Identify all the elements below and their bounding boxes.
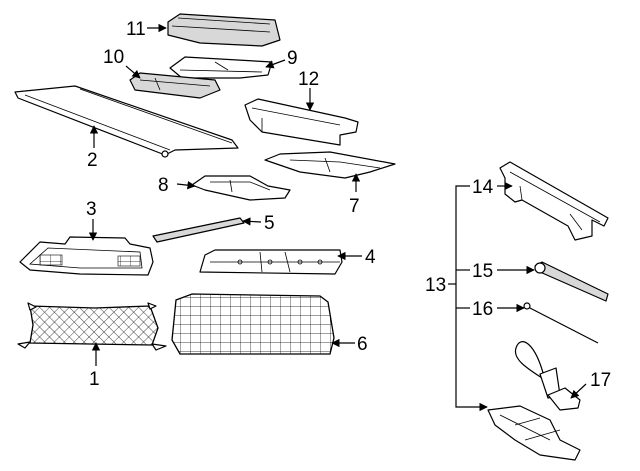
callout-17: 17: [590, 370, 611, 391]
callout-14: 14: [472, 177, 494, 198]
callout-11: 11: [126, 19, 146, 40]
part-12-load-floor-bracket: [244, 98, 359, 146]
callout-10: 10: [103, 47, 124, 68]
part-9-storage-lid: [169, 56, 273, 79]
callout-1: 1: [89, 369, 100, 390]
callout-labels: 11 9 10 12 2 8 7 3 5 4 6 1 14 15 13 16 1…: [86, 19, 611, 391]
callout-13: 13: [425, 275, 446, 296]
callout-16: 16: [472, 299, 493, 320]
part-17-scissor-jack: [487, 341, 581, 461]
callout-3: 3: [86, 199, 97, 220]
part-4-scuff-plate: [199, 249, 343, 275]
part-5-trim-strip: [152, 217, 245, 243]
callout-8: 8: [158, 175, 169, 196]
callout-2: 2: [87, 150, 98, 171]
part-7-trim-panel: [264, 151, 396, 179]
part-3-floor-mat-liner: [19, 236, 154, 276]
callout-4: 4: [365, 247, 376, 268]
part-14-jack-storage-tray: [499, 161, 609, 241]
callout-7: 7: [349, 196, 360, 217]
callout-5: 5: [264, 213, 275, 234]
part-16-handle-rod: [523, 302, 599, 344]
leader-lines: [88, 23, 587, 412]
callout-9: 9: [287, 48, 298, 69]
part-1-cargo-net: [17, 302, 167, 351]
part-15-wrench: [534, 261, 609, 302]
part-8-floor-panel: [191, 175, 291, 201]
callout-12: 12: [298, 69, 319, 90]
part-6-cargo-barrier: [171, 293, 335, 355]
part-11-cover-panel: [167, 13, 281, 47]
callout-15: 15: [472, 261, 493, 282]
part-2-tonneau-cover: [14, 85, 239, 158]
callout-6: 6: [357, 334, 368, 355]
